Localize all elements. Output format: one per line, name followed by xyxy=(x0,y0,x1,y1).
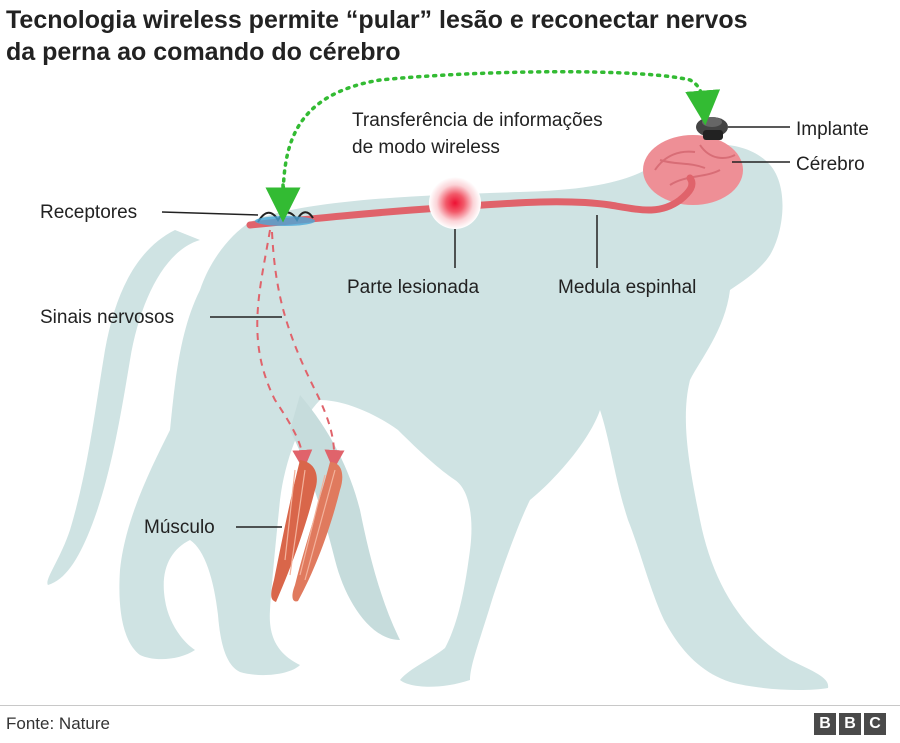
source-note: Fonte: Nature xyxy=(6,714,110,733)
bbc-logo-letter-2: B xyxy=(839,713,861,735)
nerve-signals-label: Sinais nervosos xyxy=(40,307,174,328)
monkey-silhouette xyxy=(47,144,829,690)
chart-title: Tecnologia wireless permite “pular” lesã… xyxy=(6,4,886,68)
transfer-label-line-1: Transferência de informações xyxy=(352,110,603,131)
monkey-diagram: Transferência de informações de modo wir… xyxy=(40,70,869,690)
bbc-logo: B B C xyxy=(814,713,886,735)
injured-part-label: Parte lesionada xyxy=(347,277,479,298)
title-line-2: da perna ao comando do cérebro xyxy=(6,38,401,66)
lesion-marker xyxy=(429,177,481,229)
bbc-logo-letter-3: C xyxy=(864,713,886,735)
implant-label: Implante xyxy=(796,119,869,140)
brain-illustration xyxy=(643,135,743,205)
nerve-signal-arrow-2 xyxy=(271,231,345,470)
brain-label: Cérebro xyxy=(796,154,865,175)
spinal-cord xyxy=(246,174,696,229)
receptors-label: Receptores xyxy=(40,202,137,223)
receptors-leader-line xyxy=(161,211,259,216)
muscle-label: Músculo xyxy=(144,517,215,538)
title-line-1: Tecnologia wireless permite “pular” lesã… xyxy=(6,6,748,34)
nerve-signal-arrow-1 xyxy=(256,229,313,470)
bbc-logo-letter-1: B xyxy=(814,713,836,735)
spinal-cord-label: Medula espinhal xyxy=(558,277,696,298)
muscle-illustration xyxy=(271,460,343,602)
footer-divider xyxy=(0,705,900,706)
transfer-label-line-2: de modo wireless xyxy=(352,137,500,158)
wireless-transfer-arrow xyxy=(281,70,721,207)
